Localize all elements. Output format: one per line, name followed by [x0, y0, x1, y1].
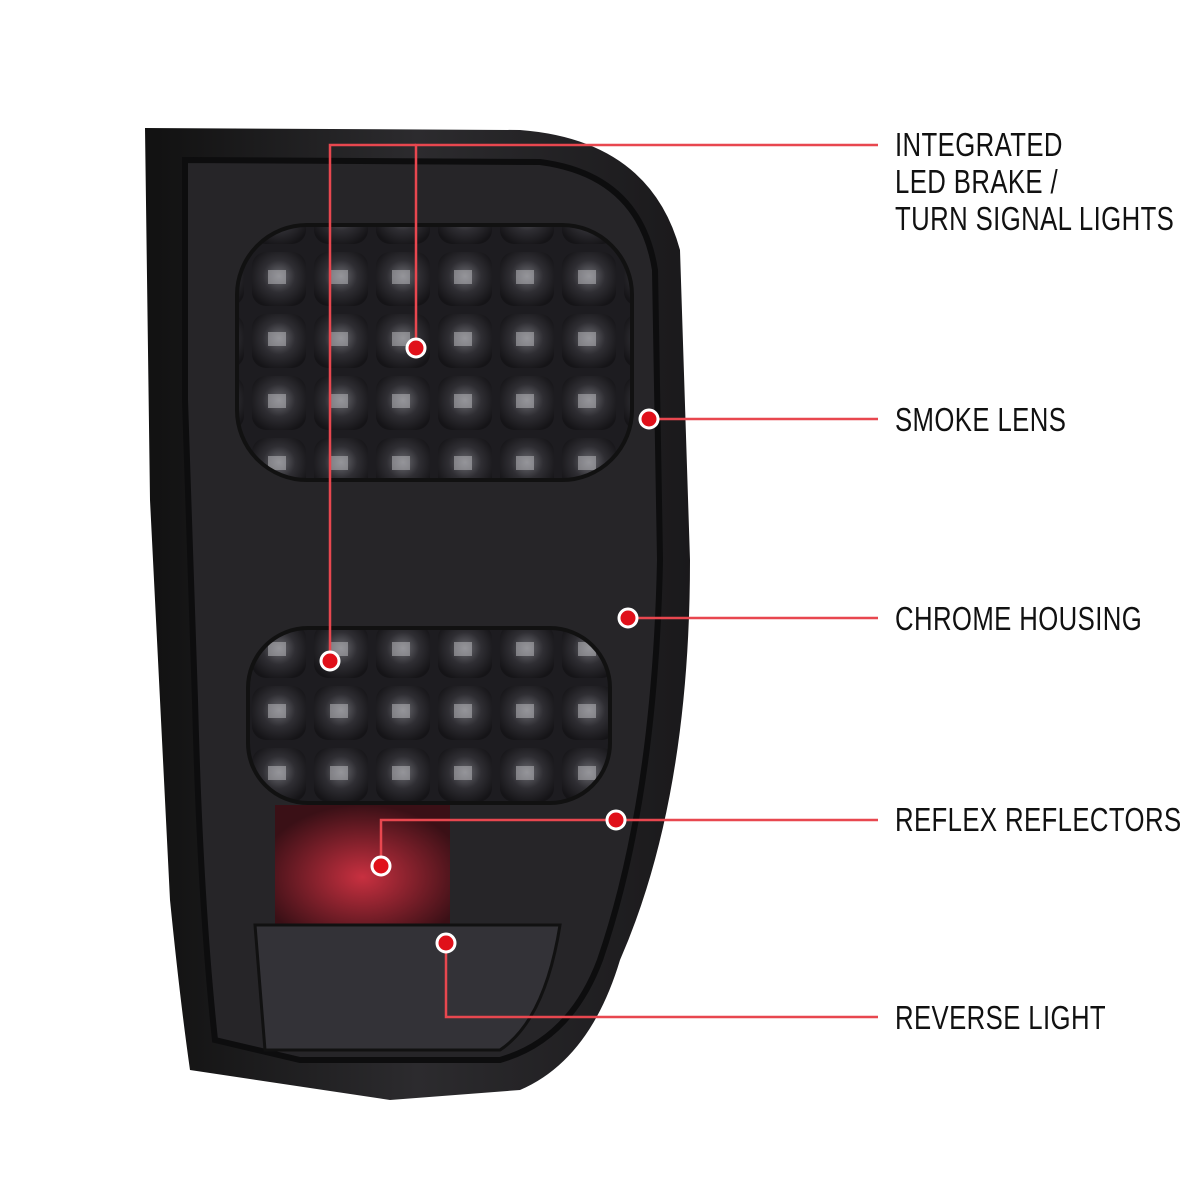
reflex-reflector [275, 805, 450, 925]
label-line: LED BRAKE / [895, 163, 1059, 200]
label-line: INTEGRATED [895, 126, 1063, 163]
label-integrated-led: INTEGRATED LED BRAKE / TURN SIGNAL LIGHT… [895, 126, 1174, 237]
label-reverse-light: REVERSE LIGHT [895, 999, 1107, 1036]
callout-dots [319, 337, 660, 954]
reverse-light-lens [253, 923, 562, 1052]
label-chrome-housing: CHROME HOUSING [895, 600, 1143, 637]
label-line: TURN SIGNAL LIGHTS [895, 200, 1175, 237]
label-reflex-reflectors: REFLEX REFLECTORS [895, 801, 1182, 838]
label-smoke-lens: SMOKE LENS [895, 401, 1067, 438]
upper-led-cluster [235, 223, 634, 482]
callout-lines [328, 143, 878, 1019]
lower-led-cluster [246, 626, 612, 805]
